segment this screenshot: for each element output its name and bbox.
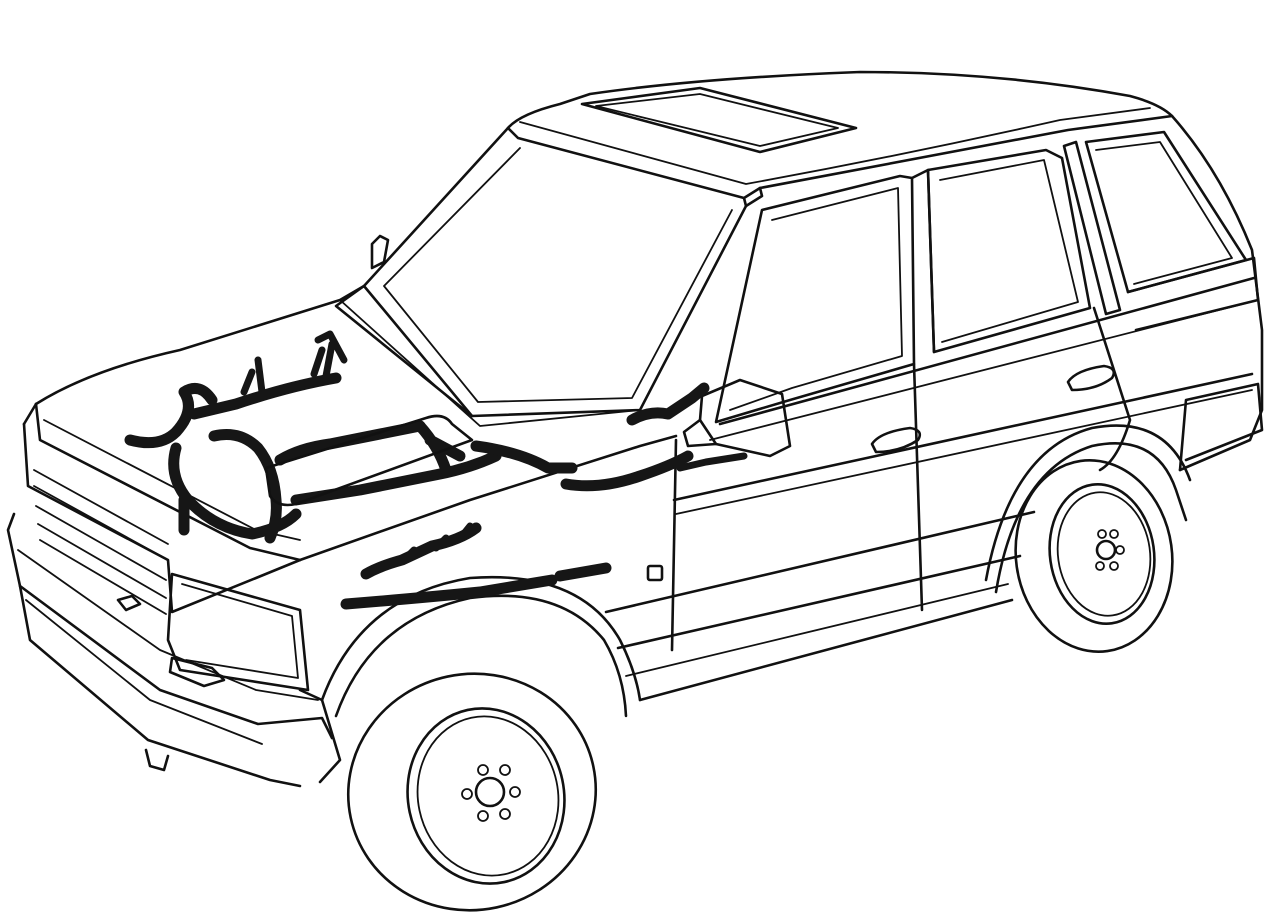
sunroof: [580, 86, 858, 154]
sunroof-inner: [595, 93, 839, 147]
grille-bar-5: [39, 539, 167, 615]
headlight-inner: [181, 583, 299, 679]
harness-cross-link: [414, 420, 466, 476]
b-pillar: [910, 168, 936, 354]
side-mirror: [698, 378, 792, 458]
front-wheel-arch: [334, 594, 628, 718]
harness-lower-branch: [400, 522, 474, 564]
wiring-harness: [124, 330, 748, 610]
bumper-crease: [17, 549, 319, 701]
front-wheel-arch-lip: [320, 575, 642, 702]
rear-wheel: [1014, 459, 1174, 653]
grille-bar-2: [33, 485, 169, 561]
windshield: [362, 126, 748, 418]
bumper-crease-2: [25, 599, 263, 745]
grille-bar-4: [37, 523, 167, 599]
hood-front-edge: [34, 402, 302, 562]
indicator-lamp: [168, 656, 226, 688]
antenna: [370, 234, 390, 270]
harness-main-trunk: [274, 420, 426, 466]
sill-upper: [604, 510, 1036, 614]
front-rim-inner: [416, 715, 560, 877]
side-mirror-arm: [682, 418, 718, 448]
harness-inner-loop: [208, 429, 282, 544]
rear-quarter-window-inner: [1095, 141, 1233, 285]
front-hub: [474, 776, 506, 808]
rear-body-outline: [1170, 114, 1264, 472]
harness-wing-tail: [554, 562, 612, 582]
front-door-window-inner: [729, 187, 903, 411]
roof-rail-inner: [519, 107, 1151, 185]
tow-eye: [144, 748, 170, 772]
side-marker: [646, 564, 664, 582]
rear-door-rear-edge: [1092, 306, 1132, 472]
c-pillar: [1062, 140, 1122, 316]
harness-cowl-run: [470, 440, 578, 474]
harness-wing-run: [340, 574, 558, 610]
front-badge: [116, 594, 142, 612]
side-crease: [672, 372, 1254, 502]
vehicle-body: [6, 70, 1264, 788]
front-rim: [406, 707, 566, 885]
grille-bar-1: [33, 469, 169, 545]
rear-lug-nuts: [1095, 529, 1125, 571]
sill-lower: [616, 554, 1022, 650]
front-door-rear-edge: [912, 362, 924, 612]
harness-left-loop: [124, 382, 218, 449]
rear-bumper: [1178, 382, 1264, 472]
front-fascia-top: [22, 402, 38, 426]
harness-fender-run: [560, 450, 694, 492]
cowl-line: [334, 284, 474, 418]
headlight: [166, 572, 310, 692]
rear-wheel-arch: [994, 441, 1188, 594]
front-door-edge: [670, 438, 678, 652]
a-pillar: [744, 186, 764, 208]
belt-line-lower: [709, 299, 1259, 441]
roof-outline: [506, 70, 1174, 130]
front-door-window: [714, 174, 916, 424]
rear-tyre: [1014, 459, 1174, 653]
engine-cover-outline: [264, 414, 474, 507]
hood-rear-edge: [339, 299, 641, 427]
rear-door-window-inner: [939, 159, 1079, 343]
harness-upper-branch-2: [240, 340, 336, 396]
harness-dash-feed: [676, 452, 748, 472]
windshield-inner: [383, 147, 733, 403]
rear-wheel-arch-lip: [984, 424, 1192, 582]
harness-hood-grip: [314, 330, 348, 364]
front-bumper-lower: [18, 584, 302, 788]
rear-hub: [1095, 539, 1117, 561]
front-wheel: [346, 672, 598, 912]
front-door-handle: [870, 426, 922, 454]
harness-bulkhead: [626, 382, 710, 426]
sill-bottom-2: [625, 583, 1009, 677]
side-crease-2: [675, 389, 1253, 515]
rear-rim-inner: [1056, 491, 1152, 617]
front-tyre: [346, 672, 598, 912]
grille-bar-3: [35, 505, 167, 581]
front-bumper: [6, 512, 334, 740]
sill-bottom: [638, 598, 1014, 702]
belt-line: [718, 276, 1256, 426]
rear-door-handle: [1066, 364, 1116, 392]
hood-outline: [34, 284, 366, 406]
roof-rail-front: [506, 114, 1174, 200]
rear-rim: [1048, 483, 1156, 625]
front-lug-nuts: [461, 764, 521, 822]
harness-upper-branch: [188, 372, 342, 420]
bumper-side: [298, 688, 342, 784]
engine-bay-cover: [264, 414, 474, 507]
harness-main-trunk-lower: [290, 450, 502, 506]
